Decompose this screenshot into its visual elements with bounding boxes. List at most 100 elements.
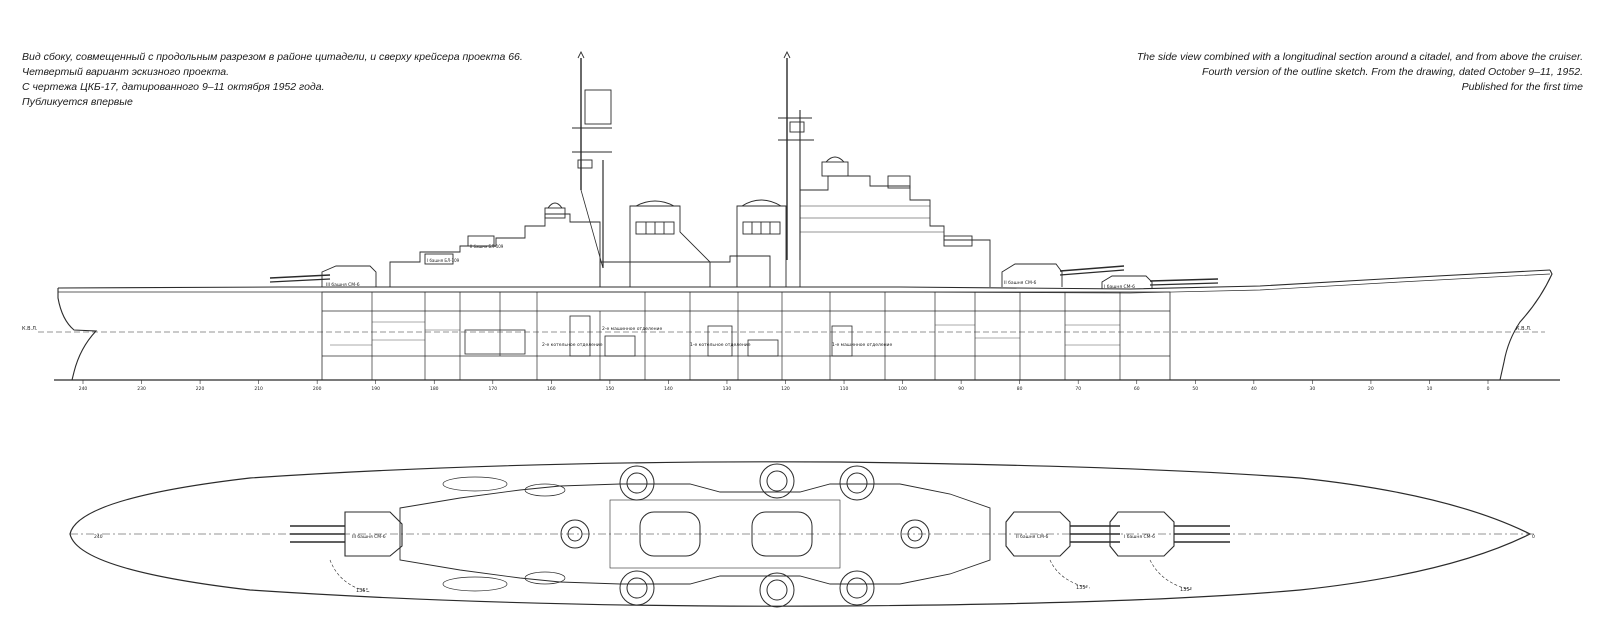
frame-number-label: 90 [958,386,964,392]
frame-number-label: 150 [606,386,615,392]
side-sponson-label-fwd: I башня БЛ-109 [427,258,460,263]
boiler-uptake-1 [569,315,591,357]
frame-number-label: 0 [1487,386,1490,392]
frame-number-label: 120 [781,386,790,392]
frame-number-label: 30 [1310,386,1316,392]
plan-turret-fwd-2 [1005,511,1120,557]
aft-turret-gun-2 [269,278,331,283]
aft-turret-housing [321,265,377,287]
boiler-uptake-3 [831,325,853,357]
frame-number-label: 140 [664,386,673,392]
plan-secondary-mounts [560,463,930,608]
caption-russian: Вид сбоку, совмещенный с продольным разр… [22,50,523,110]
aft-secondary-mount-1 [424,253,454,265]
caption-ru-line-4: Публикуется впервые [22,96,133,108]
turret-1-housing [1101,275,1153,289]
caption-en-line-1: The side view combined with a longitudin… [1136,51,1583,63]
boiler-uptake-2 [707,325,733,357]
plan-labels: 240 0 III башня СМ-6 II башня СМ-6 I баш… [94,534,1535,594]
plan-arc-mark-fwd-1: 135° [1180,587,1193,593]
plan-turret-aft [290,511,403,557]
side-turret-label-aft: III башня СМ-6 [326,282,360,288]
side-labels: К.В.Л. К.В.Л. III башня СМ-6 II башня СМ… [22,244,1532,348]
forward-superstructure [799,175,991,287]
caption-english: The side view combined with a longitudin… [1137,50,1583,95]
side-hull [38,269,1560,381]
frame-number-label: 160 [547,386,556,392]
bow-profile [1499,269,1553,381]
frame-number-label: 40 [1251,386,1257,392]
forward-director [887,175,911,189]
aft-funnel [629,200,711,287]
frame-number-label: 10 [1427,386,1433,392]
machinery-unit-2 [604,335,636,357]
aft-superstructure [389,213,601,287]
forward-funnel-grille [742,221,781,235]
plan-arc-mark-aft: 135° [356,588,369,594]
plan-firing-arcs [329,559,1193,593]
aft-mast-screen [584,89,612,125]
superstructure [269,50,1219,289]
midships-deckhouse [599,255,771,287]
citadel-outline [321,291,1171,381]
forward-turret-1 [1101,275,1219,289]
waterline-mark-aft: К.В.Л. [22,326,38,332]
deck-edge-line [58,273,1551,294]
plan-arc-mark-fwd-2: 135° [1076,585,1089,591]
frame-number-label: 70 [1075,386,1081,392]
compartment-engine-1: 1-е машинное отделение [832,342,892,348]
section-bulkheads [371,292,1121,380]
frame-number-label: 240 [79,386,88,392]
frame-number-label: 180 [430,386,439,392]
frame-number-label: 60 [1134,386,1140,392]
main-deck-line [57,269,1551,290]
compartment-engine-2: 2-е машинное отделение [602,326,662,332]
frame-number-label: 190 [371,386,380,392]
main-director [821,161,849,177]
compartment-boiler-1: 1-е котельное отделение [690,342,751,348]
machinery-blocks [464,315,853,357]
forward-funnel [736,199,787,287]
aft-secondary-mount-2 [467,235,495,247]
aft-turret [269,265,377,287]
forward-turret-2 [1001,263,1125,287]
frame-number-label: 50 [1192,386,1198,392]
caption-ru-line-1: Вид сбоку, совмещенный с продольным разр… [22,51,523,63]
frame-number-label: 200 [313,386,322,392]
caption-ru-line-3: С чертежа ЦКБ-17, датированного 9–11 окт… [22,81,325,93]
main-director-dome [825,156,845,163]
caption-en-line-3: Published for the first time [1461,81,1583,93]
stern-profile [57,288,98,381]
plan-boats [442,476,566,592]
waterline-mark-fwd: К.В.Л. [1516,326,1532,332]
plan-end-mark-stern: 240 [94,534,103,540]
plan-end-mark-bow: 0 [1532,534,1535,540]
forward-secondary-mount [943,235,973,247]
forward-mast-tip [783,50,791,59]
frame-number-label: 220 [196,386,205,392]
frame-number-label: 80 [1017,386,1023,392]
caption-ru-line-2: Четвертый вариант эскизного проекта. [22,66,230,78]
aft-director-dome [547,202,563,209]
plan-view: 240 0 III башня СМ-6 II башня СМ-6 I баш… [69,461,1535,608]
plan-turret-label-1: I башня СМ-6 [1124,534,1155,540]
frame-number-label: 110 [840,386,849,392]
section-hatching [330,321,1120,346]
plan-turret-label-aft: III башня СМ-6 [352,534,386,540]
frame-number-label: 20 [1368,386,1374,392]
aft-director [544,207,566,219]
forward-mast [778,50,814,260]
frame-number-label: 130 [723,386,732,392]
machinery-unit-3 [747,339,779,357]
plan-turret-fwd-1 [1109,511,1230,557]
side-sponson-label-aft: II башня БЛ-109 [470,244,504,249]
plan-forward-funnel [751,511,813,557]
frame-number-label: 230 [137,386,146,392]
caption-en-line-2: Fourth version of the outline sketch. Fr… [1202,66,1583,78]
frame-number-label: 210 [254,386,263,392]
compartment-boiler-2: 2-е котельное отделение [542,342,603,348]
side-turret-label-1: I башня СМ-6 [1104,284,1135,290]
